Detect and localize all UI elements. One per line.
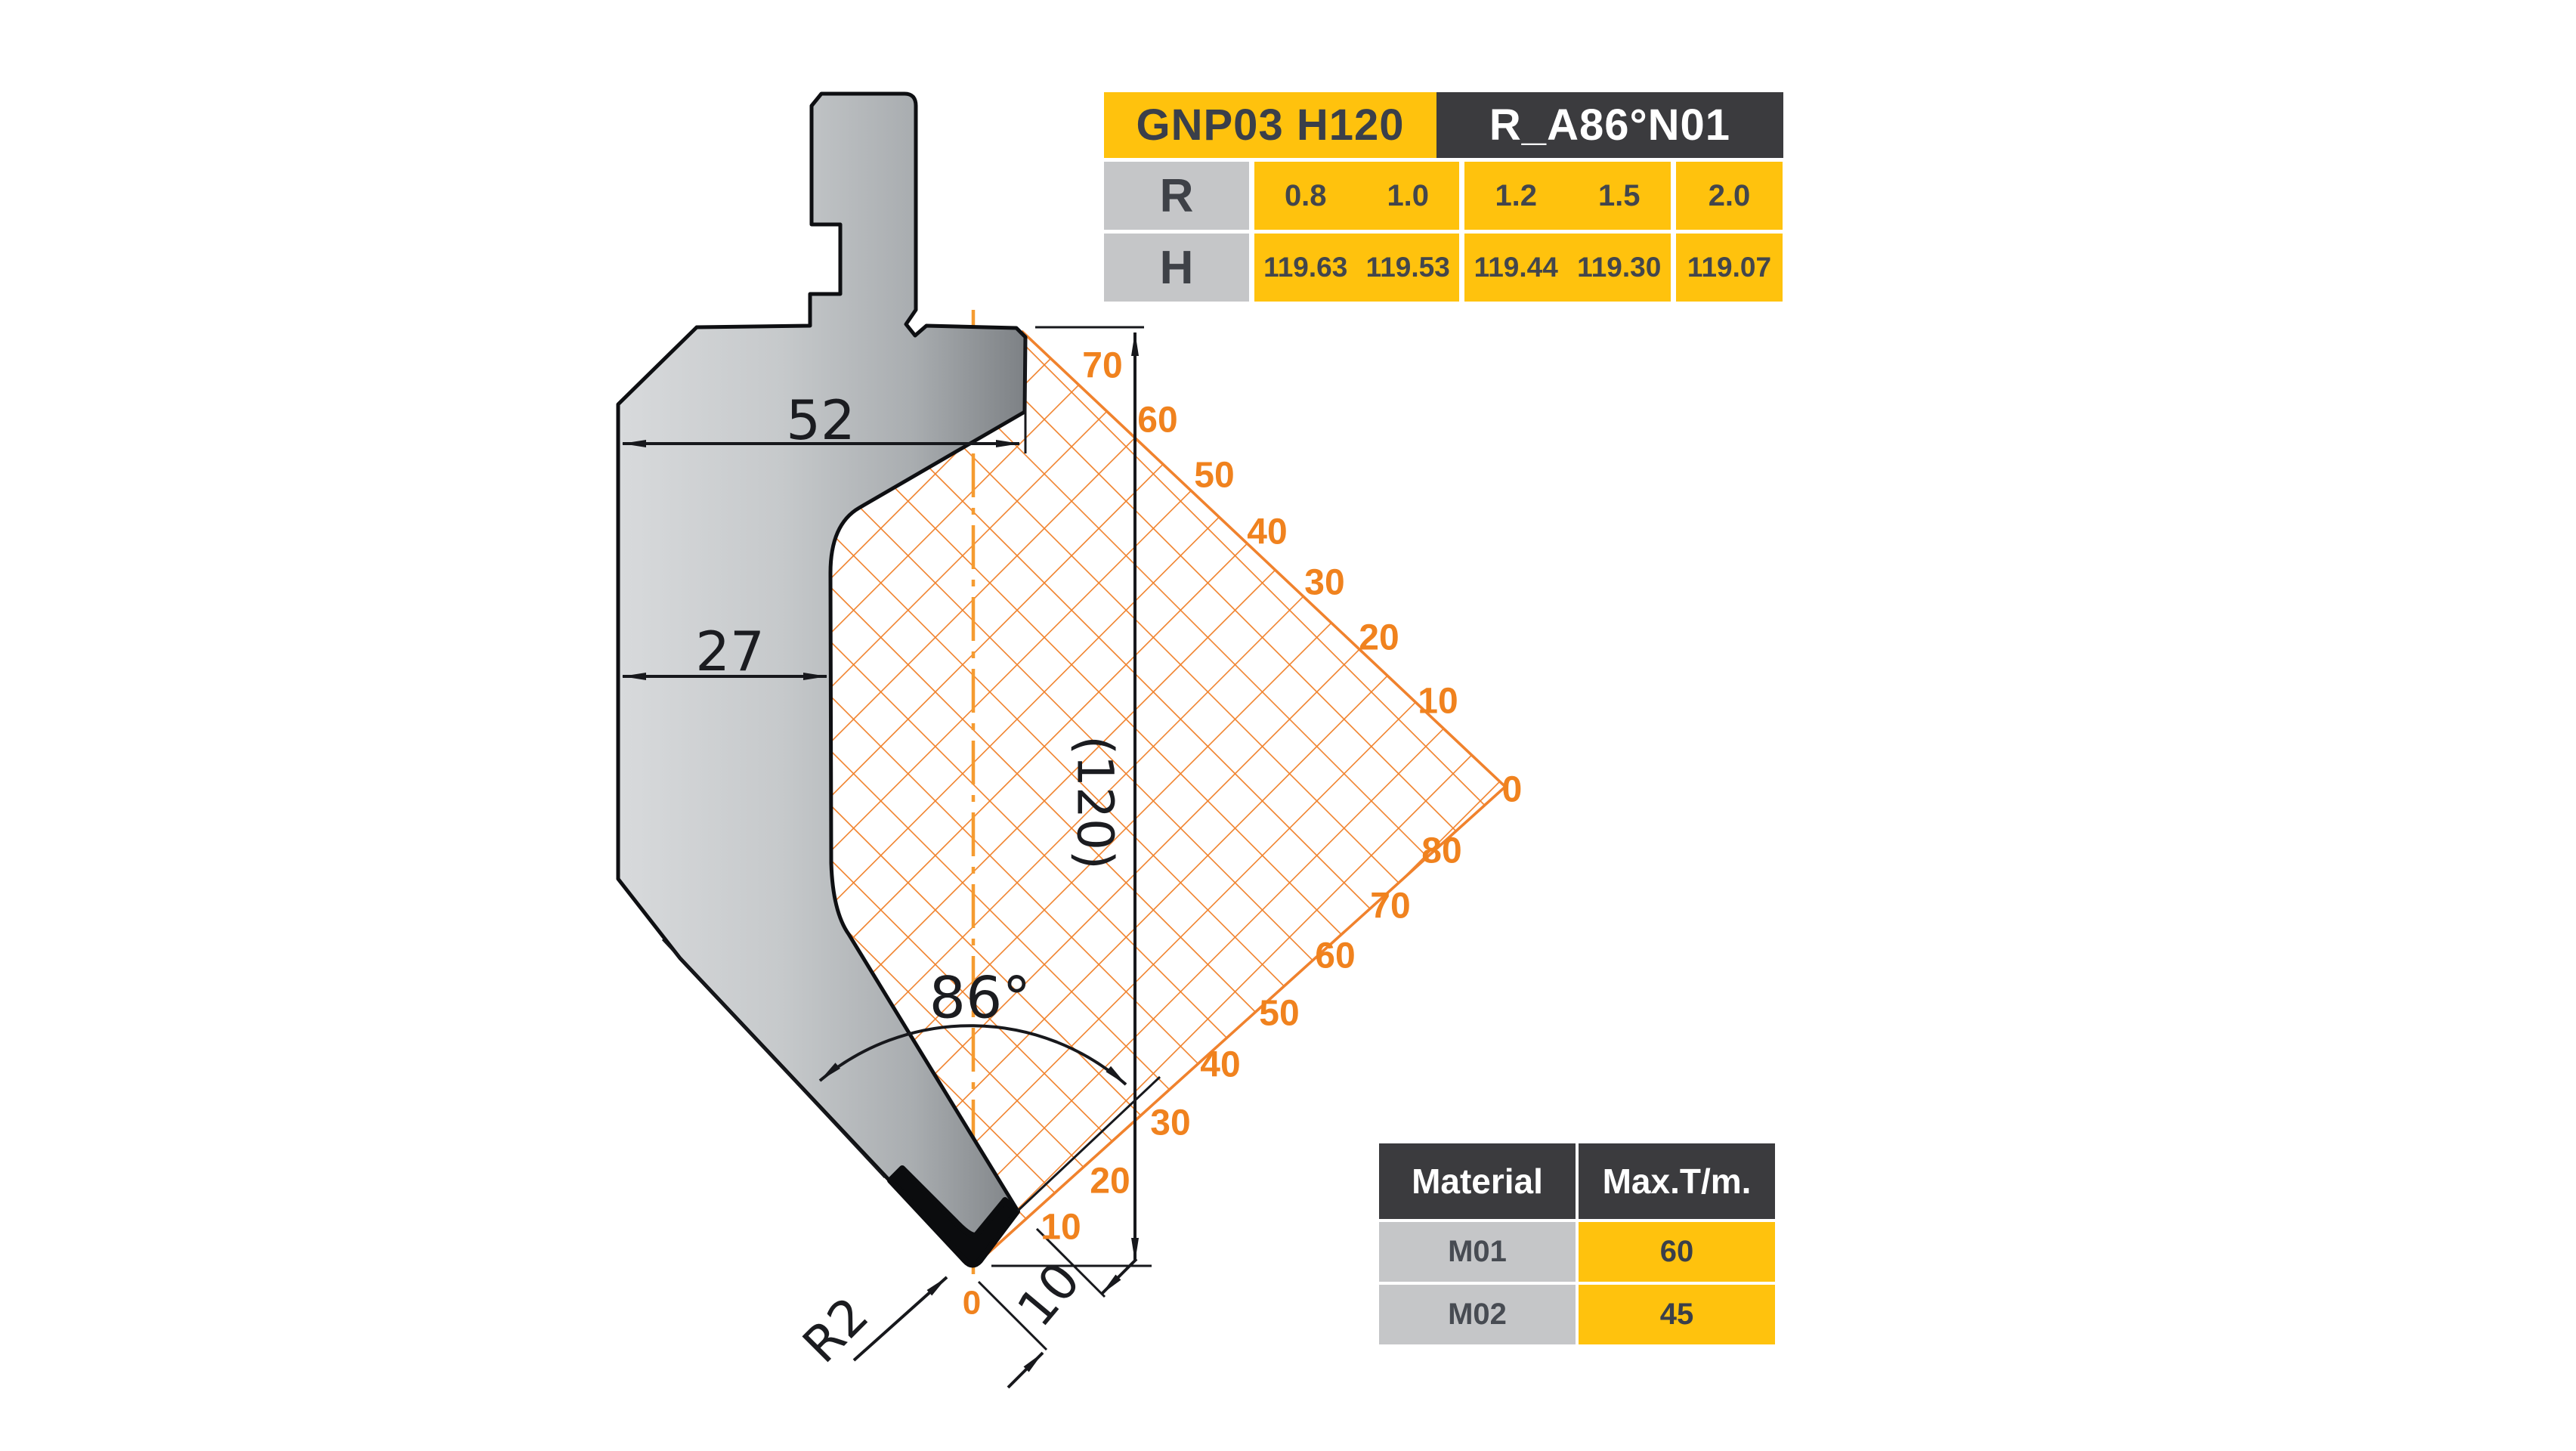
h-value: 119.63 (1263, 252, 1348, 283)
dim-radius-label: R2 (792, 1286, 880, 1375)
r-value: 1.0 (1387, 178, 1430, 212)
scale-lower-30: 30 (1150, 1103, 1190, 1143)
scale-lower-20: 20 (1090, 1162, 1130, 1202)
scale-lower-10: 10 (1041, 1208, 1081, 1248)
material-table-header: Material Max.T/m. (1379, 1143, 1775, 1219)
spec-row-r: R 0.8 1.0 1.2 1.5 2.0 (1104, 162, 1783, 230)
punch-tip-hardened-edge (887, 1165, 1020, 1268)
material-name: M01 (1379, 1222, 1576, 1282)
spec-row-h: H 119.63 119.53 119.44 119.30 119.07 (1104, 234, 1783, 302)
scale-upper-20: 20 (1359, 618, 1399, 658)
crosshatch-region (830, 331, 1505, 1266)
dim-r2-leader (852, 1276, 948, 1362)
scale-lower-50: 50 (1259, 994, 1299, 1034)
dim-10-extension-b (977, 1280, 1048, 1351)
row-h-label: H (1104, 234, 1249, 302)
h-values-group-2: 119.44 119.30 (1464, 234, 1671, 302)
h-value: 119.30 (1577, 252, 1662, 283)
scale-upper-30: 30 (1304, 563, 1344, 603)
angle-arc (818, 1024, 1127, 1086)
scale-lower-80: 80 (1421, 831, 1461, 871)
angle-left-leg-line (661, 938, 886, 1179)
dim-10-arrow-a (1007, 1351, 1044, 1389)
material-max-value: 45 (1579, 1285, 1775, 1344)
r-value: 1.5 (1597, 178, 1641, 212)
h-values-group-3: 119.07 (1676, 234, 1783, 302)
spec-table: GNP03 H120 R_A86°N01 R 0.8 1.0 1.2 1.5 2… (1104, 92, 1783, 305)
material-max-value: 60 (1579, 1222, 1775, 1282)
r-values-group-2: 1.2 1.5 (1464, 162, 1671, 230)
r-values-group-3: 2.0 (1676, 162, 1783, 230)
material-row-m01: M01 60 (1379, 1222, 1775, 1282)
crosshatch-border (973, 329, 1508, 1267)
scale-corner-0: 0 (1502, 770, 1523, 810)
h-value: 119.07 (1687, 252, 1772, 283)
h-values-group-1: 119.63 119.53 (1254, 234, 1459, 302)
scale-upper-40: 40 (1247, 512, 1287, 552)
punch-model: GNP03 H120 (1104, 92, 1436, 158)
h-value: 119.53 (1365, 252, 1450, 283)
dim-10-arrow-b (1100, 1258, 1138, 1295)
scale-upper-70: 70 (1082, 346, 1122, 386)
scale-lower-70: 70 (1370, 886, 1410, 927)
scale-upper-60: 60 (1137, 401, 1177, 441)
row-r-label: R (1104, 162, 1249, 230)
dim-angle-label: 86° (929, 964, 1031, 1032)
scale-lower-60: 60 (1315, 936, 1355, 976)
dim-width-label: 52 (786, 388, 855, 452)
dim-tip-label: 10 (1007, 1251, 1092, 1338)
material-name: M02 (1379, 1285, 1576, 1344)
scale-upper-50: 50 (1194, 456, 1234, 496)
dim-height-label: (120) (1066, 735, 1124, 869)
r-value: 0.8 (1284, 178, 1327, 212)
r-values-group-1: 0.8 1.0 (1254, 162, 1459, 230)
spec-table-header: GNP03 H120 R_A86°N01 (1104, 92, 1783, 158)
punch-code: R_A86°N01 (1436, 92, 1783, 158)
material-row-m02: M02 45 (1379, 1285, 1775, 1344)
r-value: 2.0 (1708, 178, 1751, 212)
dim-neck-label: 27 (695, 620, 765, 683)
scale-lower-40: 40 (1200, 1045, 1240, 1085)
h-value: 119.44 (1474, 252, 1558, 283)
material-column-header: Material (1379, 1143, 1576, 1219)
scale-tip-0: 0 (963, 1285, 981, 1322)
r-value: 1.2 (1495, 178, 1538, 212)
material-table: Material Max.T/m. M01 60 M02 45 (1379, 1143, 1775, 1347)
scale-upper-10: 10 (1418, 682, 1458, 722)
dim-10-extension-a (1035, 1227, 1106, 1298)
max-tonnage-column-header: Max.T/m. (1579, 1143, 1775, 1219)
